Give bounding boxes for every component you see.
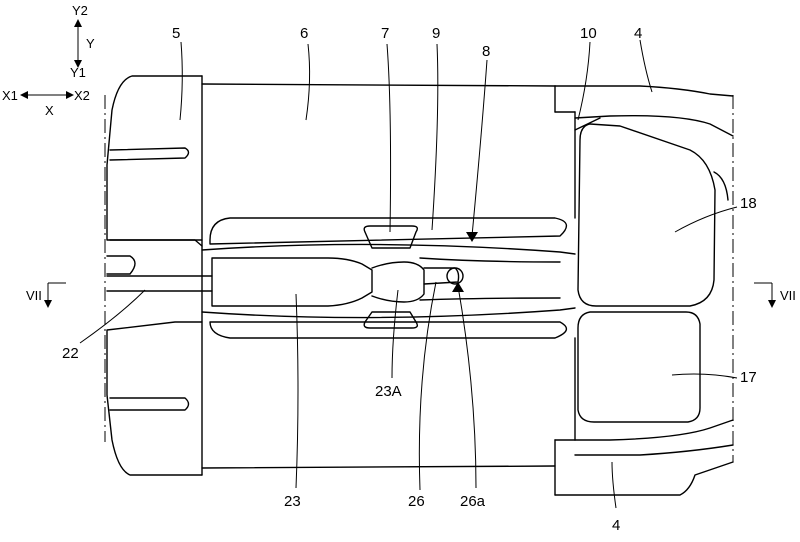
axis-y2-label: Y2 xyxy=(72,3,88,18)
section-marker-right: VII xyxy=(754,282,796,308)
x1-arrowhead xyxy=(20,91,28,99)
label-5: 5 xyxy=(172,25,180,42)
axis-y-label: Y xyxy=(86,36,95,51)
part-17-box xyxy=(577,311,701,423)
axis-y1-label: Y1 xyxy=(70,65,86,80)
part-26a-pin xyxy=(446,267,464,285)
label-18: 18 xyxy=(740,195,757,212)
part-26-rod xyxy=(423,267,464,285)
part-23-body xyxy=(211,257,425,307)
section-label-right: VII xyxy=(780,288,796,303)
part-7-clamp xyxy=(363,225,419,329)
part-9-guide xyxy=(209,217,568,339)
part-6-main-body xyxy=(201,83,556,469)
part-18-box xyxy=(577,123,729,307)
label-23: 23 xyxy=(284,493,301,510)
y1-arrowhead xyxy=(74,60,82,68)
part-8-channel xyxy=(201,243,576,319)
y2-arrowhead xyxy=(74,19,82,27)
x2-arrowhead xyxy=(66,91,74,99)
label-4-bottom: 4 xyxy=(612,517,620,534)
label-10: 10 xyxy=(580,25,597,42)
section-marker-left: VII xyxy=(26,282,66,308)
label-8: 8 xyxy=(482,43,490,60)
axis-x-label: X xyxy=(45,103,54,118)
axis-indicator: Y2 Y Y1 X1 X2 X xyxy=(2,3,95,118)
part-22-shaft xyxy=(106,255,213,292)
label-22: 22 xyxy=(62,345,79,362)
label-6: 6 xyxy=(300,25,308,42)
part-4-frame-top xyxy=(554,85,734,137)
label-26: 26 xyxy=(408,493,425,510)
label-9: 9 xyxy=(432,25,440,42)
label-23A: 23A xyxy=(375,383,402,400)
label-7: 7 xyxy=(381,25,389,42)
leader-lines xyxy=(79,39,738,509)
part-10-bulkhead xyxy=(554,85,576,496)
label-17: 17 xyxy=(740,369,757,386)
label-4-top: 4 xyxy=(634,25,642,42)
axis-x1-label: X1 xyxy=(2,88,18,103)
part-4-frame-bottom xyxy=(554,419,734,496)
axis-x2-label: X2 xyxy=(74,88,90,103)
label-26a: 26a xyxy=(460,493,486,510)
section-label-left: VII xyxy=(26,288,42,303)
